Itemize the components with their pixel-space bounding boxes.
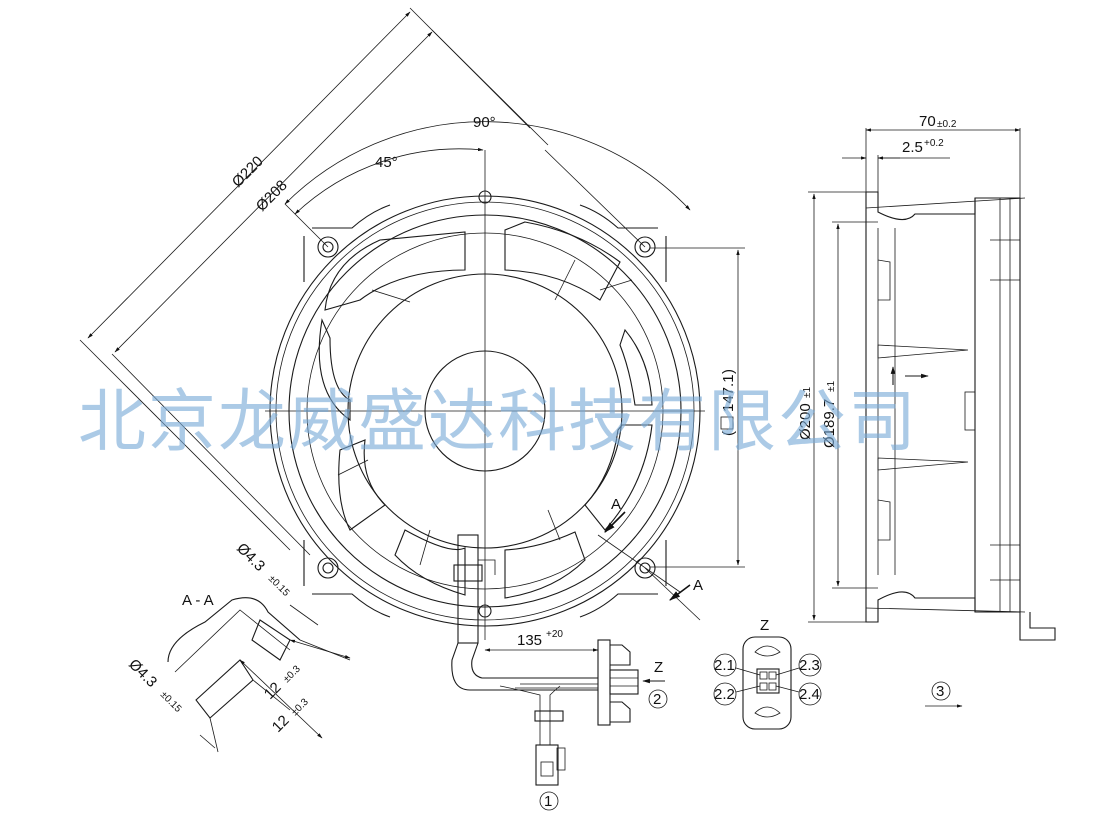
depth-2-tol: ±0.3 xyxy=(289,696,311,718)
section-mark-lower: A xyxy=(693,577,703,594)
angle-45-label: 45° xyxy=(375,154,398,171)
section-mark-upper: A xyxy=(611,496,621,513)
dim-189-tol: ±1 xyxy=(826,381,837,392)
ref-1-circle xyxy=(539,791,559,811)
angle-90-label: 90° xyxy=(473,114,496,131)
mounting-hole-br xyxy=(634,557,656,579)
ref-1-label: 1 xyxy=(544,793,552,810)
cable-assembly: 135 +20 Z 1 2 xyxy=(451,629,668,811)
mounting-hole-bl xyxy=(317,557,339,579)
pin-2-4: 2.4 xyxy=(799,686,820,703)
pin-housing xyxy=(742,636,792,730)
section-a-a: A - A Ø4.3 ±0.15 Ø4.3 ±0.15 12 ±0.3 12 ±… xyxy=(125,540,351,753)
section-hatch-lower xyxy=(195,659,254,719)
dim-200-tol: ±1 xyxy=(802,387,813,398)
view-z-title: Z xyxy=(760,617,769,634)
dim-70-label: 70 xyxy=(919,113,936,130)
pin-2-3: 2.3 xyxy=(799,657,820,674)
side-view: 70 ±0.2 2.5 +0.2 Ø200 ±1 Ø189.7 ±1 3 xyxy=(797,113,1056,708)
company-watermark: 北京龙威盛达科技有限公司 xyxy=(78,383,919,462)
pin-2-2: 2.2 xyxy=(714,686,735,703)
dim-220-label: Ø220 xyxy=(229,153,267,191)
connector-2-plate xyxy=(597,639,611,726)
svg-text:(: ( xyxy=(720,431,737,436)
view-z-arrow-label: Z xyxy=(654,659,663,676)
dim-208-label: Ø208 xyxy=(253,177,291,215)
cable-sleeve xyxy=(457,534,479,644)
depth-1-tol: ±0.3 xyxy=(281,663,303,685)
ref-2-circle xyxy=(648,689,668,709)
dim-135-tol: +20 xyxy=(546,629,563,640)
dim-135-label: 135 xyxy=(517,632,542,649)
dim-2-5-label: 2.5 xyxy=(902,139,923,156)
dim-208-line xyxy=(114,31,433,353)
hole-top-tol: ±0.15 xyxy=(266,573,292,599)
dim-2-5-tol: +0.2 xyxy=(924,138,944,149)
ref-3-label: 3 xyxy=(936,683,944,700)
connector-1 xyxy=(535,744,559,786)
pin-2-1: 2.1 xyxy=(714,657,735,674)
ref-3-circle xyxy=(931,681,951,701)
dim-200-label: Ø200 xyxy=(797,403,814,440)
square-symbol xyxy=(720,416,734,430)
hole-top-label: Ø4.3 xyxy=(233,540,268,575)
depth-2-label: 12 xyxy=(269,712,293,736)
angle-90-arc xyxy=(284,121,691,211)
dim-189-label: Ø189.7 xyxy=(821,399,838,448)
front-view: 90° 45° Ø220 Ø208 ( 147.1 ) A A xyxy=(79,7,745,644)
hole-bottom-tol: ±0.15 xyxy=(158,689,184,715)
dim-70-tol: ±0.2 xyxy=(937,119,957,130)
hole-bottom-label: Ø4.3 xyxy=(125,656,160,691)
ref-2-label: 2 xyxy=(653,691,661,708)
mounting-hole-tr xyxy=(634,236,656,258)
dim-147-label: 147.1 xyxy=(720,374,737,412)
section-title: A - A xyxy=(182,592,214,609)
svg-text:): ) xyxy=(720,369,737,374)
view-z: Z 2.1 2.2 2.3 2.4 xyxy=(713,617,822,730)
